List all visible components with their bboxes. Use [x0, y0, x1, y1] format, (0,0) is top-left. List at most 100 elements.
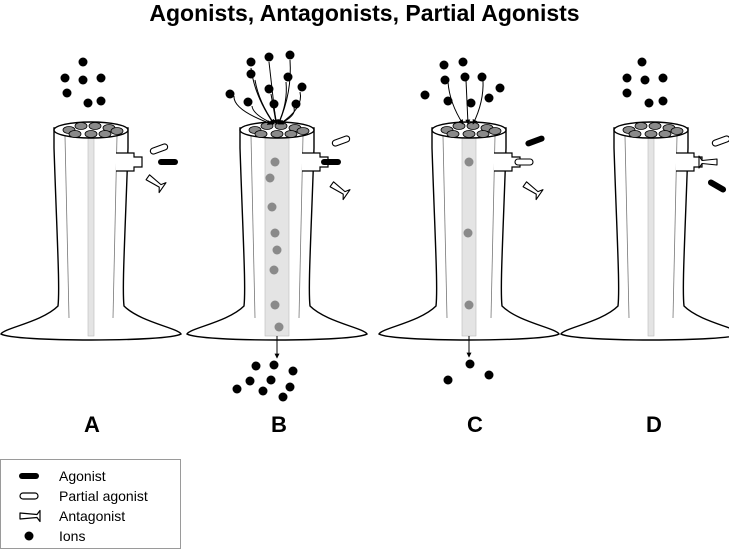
subunit [84, 130, 98, 138]
ion [484, 93, 494, 103]
ion-flow-arrow [278, 107, 295, 125]
ion [258, 386, 268, 396]
bound-partial-agonist [514, 158, 534, 166]
subunit [658, 130, 672, 138]
ion-in-channel [274, 322, 284, 332]
ion-flow-arrow [277, 59, 291, 125]
ion [245, 376, 255, 386]
legend-item-antagonist: Antagonist [1, 506, 181, 526]
ion [440, 75, 450, 85]
panel-label-c: C [467, 412, 483, 437]
ion [495, 83, 505, 93]
ion [420, 90, 430, 100]
ion [283, 72, 293, 82]
subunit [68, 130, 82, 138]
panel-label-d: D [646, 412, 662, 437]
subunit [98, 130, 112, 138]
ion [484, 370, 494, 380]
antagonist-icon [19, 509, 41, 523]
subunit [270, 130, 284, 138]
subunit [74, 122, 88, 130]
ion-in-channel [464, 157, 474, 167]
subunit [462, 130, 476, 138]
ion [443, 375, 453, 385]
agonist-molecule [707, 179, 727, 193]
ion [637, 57, 647, 67]
ion [458, 57, 468, 67]
ion-flow-arrow [251, 105, 275, 125]
ion-in-channel [269, 265, 279, 275]
receptor-a [0, 121, 182, 341]
ion [96, 73, 106, 83]
antagonist-molecule [145, 174, 167, 194]
ion [460, 72, 470, 82]
ion-in-channel [272, 245, 282, 255]
receptor-body [560, 127, 729, 341]
ion-flow-arrow [233, 95, 273, 125]
ion-in-channel [464, 300, 474, 310]
ion-in-channel [270, 228, 280, 238]
ion [78, 75, 88, 85]
binding-site [676, 152, 703, 172]
panel-label-a: A [84, 412, 100, 437]
legend-item-partial-agonist: Partial agonist [1, 486, 181, 506]
ion-flow-arrow [472, 79, 484, 125]
ion [83, 98, 93, 108]
ion-flow-arrow [277, 81, 287, 125]
ion [622, 73, 632, 83]
ion [96, 96, 106, 106]
panel-label-b: B [271, 412, 287, 437]
ion [266, 375, 276, 385]
ion [62, 88, 72, 98]
ion [60, 73, 70, 83]
ion-in-channel [270, 300, 280, 310]
legend-label-agonist: Agonist [59, 468, 106, 484]
ion [297, 82, 307, 92]
ion [288, 366, 298, 376]
ion-in-channel [463, 228, 473, 238]
ion-flow-arrow [279, 91, 302, 125]
subunit [488, 127, 502, 135]
ion-in-channel [267, 202, 277, 212]
ion [264, 84, 274, 94]
bound-agonist [321, 159, 341, 165]
legend-label-antagonist: Antagonist [59, 508, 126, 524]
ion [644, 98, 654, 108]
legend: Agonist Partial agonist Antagonist Ions [0, 459, 181, 549]
ion-in-channel [265, 173, 275, 183]
ion-in-channel [270, 157, 280, 167]
ion [232, 384, 242, 394]
partial-agonist-icon [19, 492, 39, 500]
subunit [670, 127, 684, 135]
ion [443, 96, 453, 106]
subunit [446, 130, 460, 138]
ion [658, 73, 668, 83]
ion [78, 57, 88, 67]
ion [225, 89, 235, 99]
diagram-title: Agonists, Antagonists, Partial Agonists [149, 0, 580, 26]
receptor-d [560, 121, 729, 341]
subunit [284, 130, 298, 138]
subunit [296, 127, 310, 135]
legend-item-ions: Ions [1, 526, 181, 546]
ion [246, 69, 256, 79]
ion [439, 60, 449, 70]
partial-agonist-molecule [149, 143, 169, 155]
ion [269, 360, 279, 370]
bound-antagonist [698, 155, 718, 169]
ion [285, 50, 295, 60]
ion [477, 72, 487, 82]
binding-site [116, 152, 143, 172]
agonist-icon [19, 473, 39, 479]
subunit [628, 130, 642, 138]
ion-channel [87, 137, 95, 337]
ion [246, 57, 256, 67]
agonist-molecule [158, 159, 178, 165]
ion-icon [24, 531, 34, 541]
ion [251, 361, 261, 371]
antagonist-molecule [522, 181, 544, 201]
subunit [476, 130, 490, 138]
legend-label-ions: Ions [59, 528, 86, 544]
partial-agonist-molecule [711, 135, 729, 147]
